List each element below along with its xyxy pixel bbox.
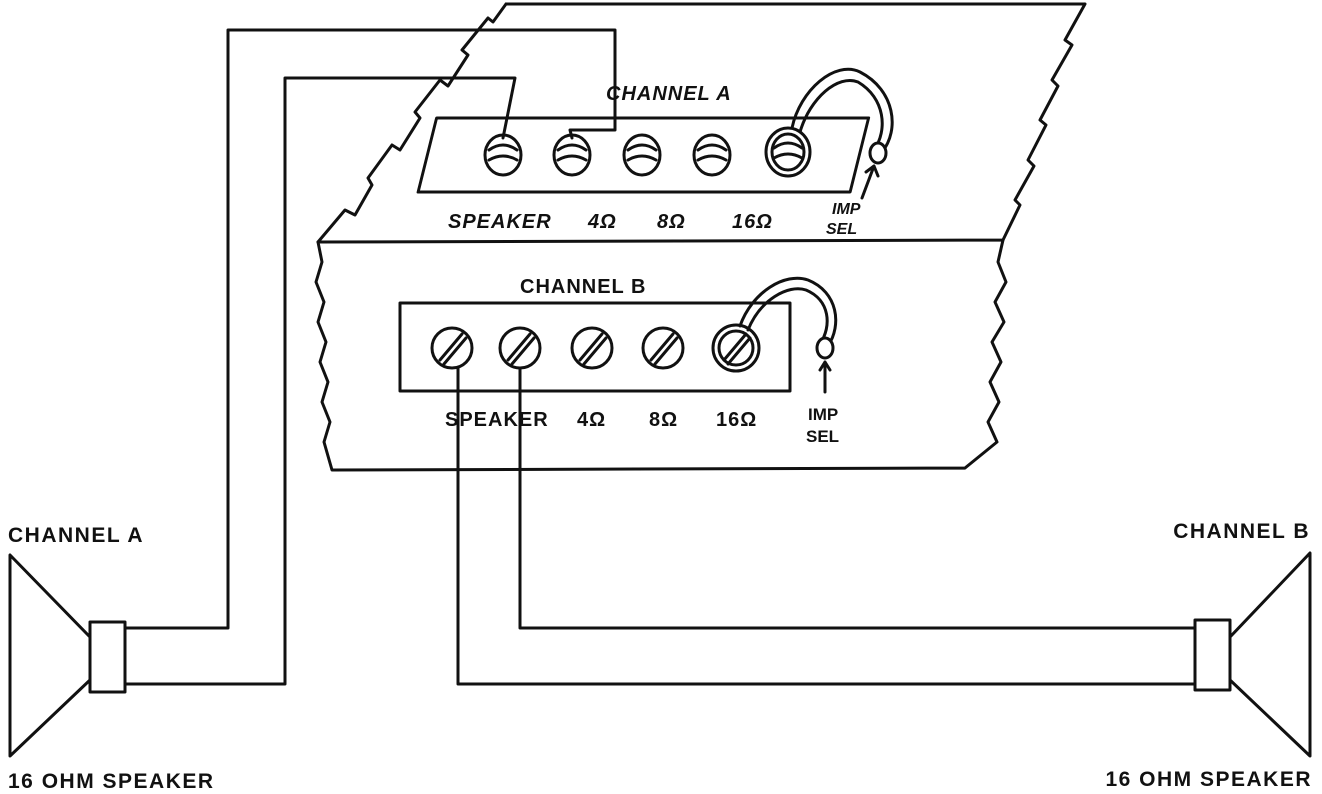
channel-b-label-16-ohm: 16Ω	[716, 409, 757, 431]
speaker-right-magnet	[1193, 618, 1232, 692]
speaker-right-channel-label: CHANNEL B	[1173, 520, 1310, 543]
channel-a-title: CHANNEL A	[606, 83, 732, 105]
channel-a-imp-sel-arrow	[860, 164, 880, 200]
channel-a-screw-8-ohm	[692, 133, 732, 177]
amplifier-front-panel	[314, 238, 1008, 472]
speaker-right-cone	[1228, 551, 1312, 758]
speaker-left	[8, 553, 127, 758]
channel-a-screw-speaker-1	[483, 133, 523, 177]
speaker-right-caption: 16 OHM SPEAKER	[1105, 768, 1312, 791]
channel-a-screw-16-ohm	[764, 126, 812, 178]
speaker-left-channel-label: CHANNEL A	[8, 524, 144, 547]
speaker-left-magnet	[88, 620, 127, 694]
channel-b-imp-sel-jumper	[738, 276, 838, 348]
channel-b-sel-label: SEL	[806, 427, 839, 446]
channel-b-title: CHANNEL B	[520, 276, 646, 298]
channel-a-sel-label: SEL	[826, 221, 857, 238]
channel-b-screws	[430, 323, 761, 373]
channel-b-imp-sel-arrow	[818, 360, 832, 394]
channel-a-screw-speaker-2	[552, 133, 592, 177]
channel-a-label-4-ohm: 4Ω	[587, 211, 617, 233]
channel-b-screw-speaker-2	[498, 326, 542, 370]
channel-a-screws	[483, 126, 812, 178]
channel-a-terminal-strip	[416, 116, 871, 194]
speaker-left-cone	[8, 553, 92, 758]
channel-a-imp-label: IMP	[832, 201, 861, 218]
channel-b-imp-sel-plug	[815, 336, 835, 360]
channel-b-screw-16-ohm	[711, 323, 761, 373]
channel-b-label-8-ohm: 8Ω	[649, 409, 678, 431]
speaker-right	[1193, 551, 1312, 758]
channel-b-screw-4-ohm	[570, 326, 614, 370]
channel-a-label-16-ohm: 16Ω	[732, 211, 773, 233]
channel-a-wire-1	[123, 28, 617, 630]
channel-b-wire-1	[518, 366, 1199, 630]
channel-a-label-8-ohm: 8Ω	[657, 211, 686, 233]
channel-a-wire-2	[123, 76, 517, 686]
channel-a-label-speaker: SPEAKER	[448, 211, 552, 233]
channel-a-imp-sel-jumper	[790, 67, 894, 154]
channel-a-screw-4-ohm	[622, 133, 662, 177]
amplifier-top-surface	[316, 2, 1087, 244]
channel-b-label-speaker: SPEAKER	[445, 409, 549, 431]
channel-b-screw-8-ohm	[641, 326, 685, 370]
channel-b-imp-label: IMP	[808, 405, 838, 424]
channel-b-label-4-ohm: 4Ω	[577, 409, 606, 431]
channel-b-terminal-strip	[398, 301, 792, 393]
channel-a-imp-sel-plug	[868, 141, 888, 165]
channel-b-screw-speaker-1	[430, 326, 474, 370]
channel-b-wire-2	[456, 366, 1199, 686]
speaker-left-caption: 16 OHM SPEAKER	[8, 770, 215, 793]
